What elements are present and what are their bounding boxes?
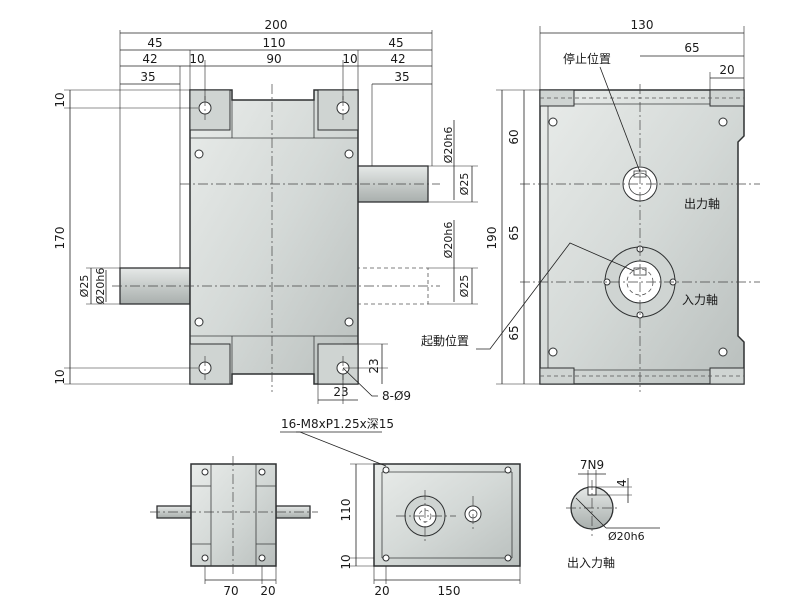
dim-left-shaft-25: Ø25 [78, 275, 91, 298]
dim-10-right: 10 [342, 52, 357, 66]
dim-35-right: 35 [394, 70, 409, 84]
hole [194, 317, 204, 327]
dim-bottom-10: 10 [53, 369, 67, 384]
dim-left-shaft-20h6: Ø20h6 [94, 268, 107, 305]
dim-45-left: 45 [147, 36, 162, 50]
bottom-view-middle: 16-M8xP1.25x深15 110 10 20 150 [280, 417, 521, 598]
dim-lower-shaft-20h6: Ø20h6 [442, 222, 455, 259]
label-io-shaft: 出入力軸 [567, 556, 615, 570]
dim-110: 110 [263, 36, 286, 50]
dim-lower-shaft-25: Ø25 [458, 275, 471, 298]
dim-35-left: 35 [140, 70, 155, 84]
dim-key-20h6: Ø20h6 [608, 530, 645, 543]
dim-side-65a: 65 [507, 225, 521, 240]
dim-200: 200 [265, 18, 288, 32]
side-dimensions: 130 65 20 190 60 65 65 停止位置 出力軸 入力軸 起動位置 [421, 18, 745, 385]
label-output-shaft: 出力軸 [684, 197, 720, 211]
note-holes-8-9: 8-Ø9 [382, 389, 411, 403]
label-stop-position: 停止位置 [563, 51, 611, 66]
dim-bottom-10: 10 [339, 554, 353, 569]
note-tap-holes: 16-M8xP1.25x深15 [281, 417, 394, 431]
dim-90: 90 [266, 52, 281, 66]
side-view [520, 84, 760, 392]
dim-side-60: 60 [507, 129, 521, 144]
dim-side-65: 65 [684, 41, 699, 55]
dim-pad-23-v: 23 [367, 358, 381, 373]
dim-upper-shaft-20h6: Ø20h6 [442, 127, 455, 164]
side-body [539, 89, 745, 385]
key-detail: 7N9 4 Ø20h6 出入力軸 [566, 458, 660, 570]
label-start-position: 起動位置 [421, 333, 469, 348]
dim-key-4: 4 [615, 479, 629, 487]
dim-side-20: 20 [719, 63, 734, 77]
dim-170: 170 [53, 227, 67, 250]
front-body [189, 89, 359, 385]
dim-side-130: 130 [631, 18, 654, 32]
dim-42-right: 42 [390, 52, 405, 66]
dim-bottom-20b: 20 [374, 584, 389, 598]
dim-side-65b: 65 [507, 325, 521, 340]
dim-42-left: 42 [142, 52, 157, 66]
dim-bottom-20a: 20 [260, 584, 275, 598]
dim-key-7n9: 7N9 [580, 458, 604, 472]
hole [344, 317, 354, 327]
dim-bottom-110: 110 [339, 499, 353, 522]
label-input-shaft: 入力軸 [682, 293, 718, 307]
front-view [112, 84, 440, 392]
dim-top-10: 10 [53, 92, 67, 107]
dim-bottom-150: 150 [438, 584, 461, 598]
dim-45-right: 45 [388, 36, 403, 50]
bottom-view-small: 70 20 [150, 456, 318, 598]
dim-bottom-70: 70 [223, 584, 238, 598]
dim-upper-shaft-25: Ø25 [458, 173, 471, 196]
hole [194, 149, 204, 159]
hole [344, 149, 354, 159]
dim-side-190: 190 [485, 227, 499, 250]
front-dimensions: 200 45 110 45 42 10 90 10 42 35 35 10 17… [53, 18, 478, 404]
dim-pad-23-h: 23 [333, 385, 348, 399]
dim-10-left: 10 [189, 52, 204, 66]
